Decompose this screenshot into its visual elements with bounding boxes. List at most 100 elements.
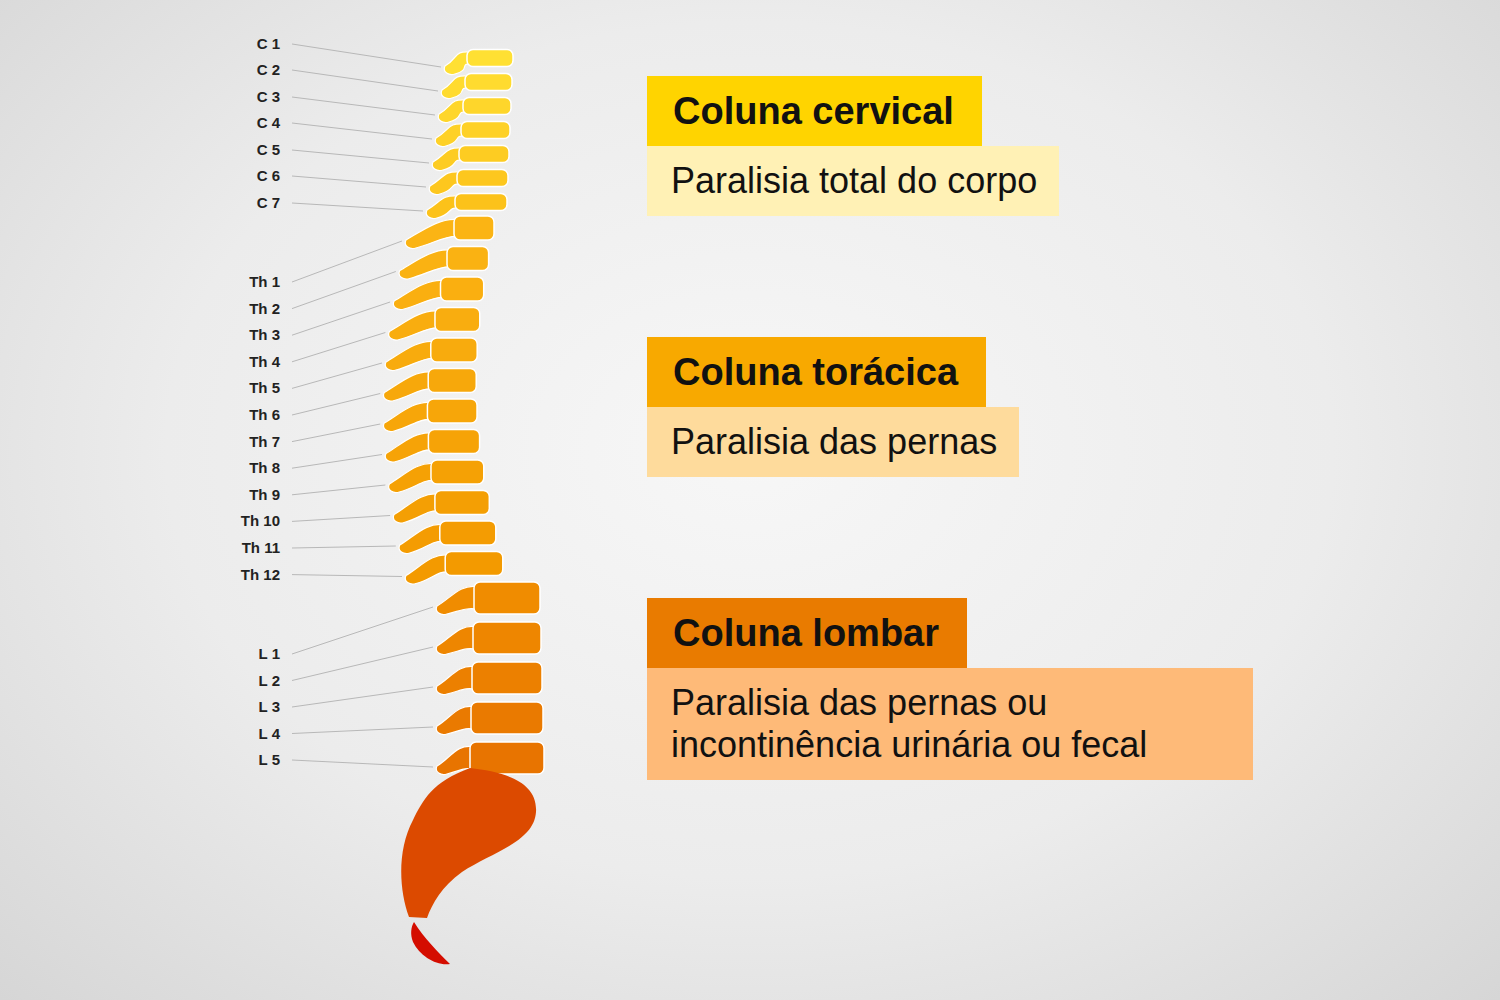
leader-line: [292, 150, 429, 163]
region-effect: Paralisia das pernas ou incontinência ur…: [647, 668, 1253, 780]
vertebral-body: [435, 491, 489, 515]
spinous-process: [405, 555, 449, 584]
vertebra-label: Th 3: [200, 326, 280, 344]
spinous-process: [393, 280, 444, 309]
leader-line: [292, 424, 380, 442]
vertebral-body: [472, 662, 542, 694]
region-effect: Paralisia das pernas: [647, 407, 1019, 477]
spinous-process: [393, 494, 439, 523]
leader-line: [292, 394, 380, 416]
vertebra-label: C 5: [200, 141, 280, 159]
leader-line: [292, 123, 432, 139]
leader-lines: [292, 44, 441, 767]
leader-line: [292, 70, 438, 91]
vertebral-body: [470, 742, 544, 774]
vertebra-label: C 6: [200, 167, 280, 185]
spinous-process: [385, 433, 432, 462]
coccyx: [411, 922, 450, 964]
vertebral-body: [440, 521, 496, 545]
vertebra-label: Th 1: [200, 273, 280, 291]
vertebra-label: L 5: [200, 751, 280, 769]
vertebral-body: [474, 582, 540, 614]
spinous-process: [436, 626, 477, 654]
vertebra-label: Th 5: [200, 379, 280, 397]
leader-line: [292, 575, 402, 577]
vertebral-body: [441, 277, 484, 301]
vertebra-label: Th 11: [200, 539, 280, 557]
spinous-process: [389, 463, 435, 492]
spinous-process: [436, 706, 475, 734]
leader-line: [292, 485, 385, 495]
vertebra-label: Th 6: [200, 406, 280, 424]
spinous-process: [384, 372, 433, 401]
leader-line: [292, 687, 433, 707]
vertebral-body: [428, 430, 479, 454]
vertebra-label: Th 4: [200, 353, 280, 371]
vertebra-label: C 3: [200, 88, 280, 106]
region-heading: Coluna torácica: [647, 337, 986, 407]
vertebra-label: L 1: [200, 645, 280, 663]
vertebral-body: [431, 338, 477, 362]
sacrum: [401, 768, 536, 918]
spinous-process: [436, 586, 478, 614]
vertebral-body: [457, 170, 508, 187]
leader-line: [292, 302, 390, 335]
leader-line: [292, 647, 433, 681]
vertebral-body: [463, 98, 511, 115]
region-heading: Coluna lombar: [647, 598, 967, 668]
spinous-process: [405, 219, 458, 248]
spinous-process: [389, 311, 439, 340]
vertebral-body: [467, 50, 513, 67]
vertebra-label: Th 7: [200, 433, 280, 451]
vertebrae: [384, 50, 544, 775]
vertebra-label: L 4: [200, 725, 280, 743]
leader-line: [292, 760, 433, 767]
vertebral-body: [454, 216, 494, 240]
leader-line: [292, 44, 441, 67]
vertebral-body: [431, 460, 484, 484]
spinous-process: [399, 250, 451, 279]
leader-line: [292, 241, 402, 282]
vertebra-label: Th 9: [200, 486, 280, 504]
region-effect: Paralisia total do corpo: [647, 146, 1059, 216]
spinous-process: [429, 172, 461, 195]
spinous-process: [399, 524, 444, 553]
vertebra-label: Th 8: [200, 459, 280, 477]
spinous-process: [426, 196, 459, 219]
vertebral-body: [428, 369, 476, 393]
leader-line: [292, 363, 382, 388]
spinous-process: [436, 666, 476, 694]
vertebral-body: [445, 552, 503, 576]
vertebra-label: L 3: [200, 698, 280, 716]
vertebra-label: C 4: [200, 114, 280, 132]
leader-line: [292, 727, 433, 734]
spinous-process: [384, 402, 432, 431]
vertebral-body: [473, 622, 541, 654]
leader-line: [292, 333, 385, 362]
vertebral-body: [427, 399, 477, 423]
vertebra-label: C 1: [200, 35, 280, 53]
leader-line: [292, 272, 396, 309]
leader-line: [292, 176, 426, 187]
vertebral-body: [459, 146, 509, 163]
vertebral-body: [447, 247, 489, 271]
leader-line: [292, 455, 382, 469]
leader-line: [292, 97, 435, 115]
region-box: Coluna lombarParalisia das pernas ou inc…: [647, 598, 1253, 780]
spinous-process: [385, 341, 435, 370]
vertebral-body: [471, 702, 543, 734]
leader-line: [292, 546, 396, 548]
vertebra-label: Th 10: [200, 512, 280, 530]
vertebra-label: Th 12: [200, 566, 280, 584]
region-box: Coluna torácicaParalisia das pernas: [647, 337, 1019, 477]
vertebra-label: L 2: [200, 672, 280, 690]
vertebral-body: [465, 74, 512, 91]
leader-line: [292, 516, 390, 522]
vertebral-body: [461, 122, 510, 139]
vertebral-body: [435, 308, 480, 332]
vertebral-body: [455, 194, 507, 211]
leader-line: [292, 203, 423, 211]
vertebra-label: C 7: [200, 194, 280, 212]
region-heading: Coluna cervical: [647, 76, 982, 146]
region-box: Coluna cervicalParalisia total do corpo: [647, 76, 1059, 216]
